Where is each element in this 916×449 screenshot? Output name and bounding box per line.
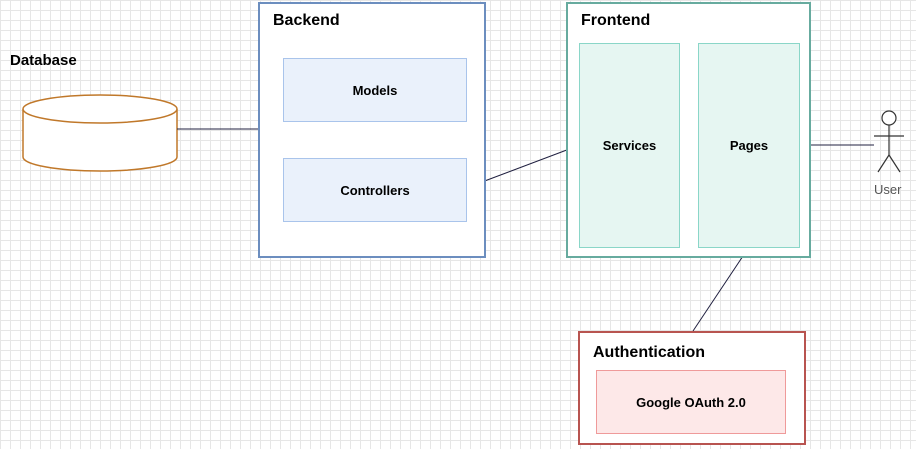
controllers-box[interactable]: Controllers	[283, 158, 467, 222]
user-right-leg	[888, 154, 901, 173]
database-label: Database	[10, 52, 77, 69]
edge-pages-authentication[interactable]	[692, 246, 750, 332]
models-box[interactable]: Models	[283, 58, 467, 122]
frontend-title: Frontend	[581, 12, 651, 29]
user-actor-icon[interactable]	[874, 110, 904, 173]
user-label: User	[874, 182, 902, 197]
google-oauth-box[interactable]: Google OAuth 2.0	[596, 370, 786, 434]
database-cylinder[interactable]	[22, 94, 178, 172]
authentication-title: Authentication	[593, 344, 705, 361]
database-top	[22, 94, 178, 124]
database-body	[22, 109, 178, 172]
user-head	[881, 110, 897, 126]
backend-title: Backend	[273, 12, 340, 29]
user-left-leg	[877, 154, 890, 173]
pages-box[interactable]: Pages	[698, 43, 800, 248]
services-box[interactable]: Services	[579, 43, 680, 248]
